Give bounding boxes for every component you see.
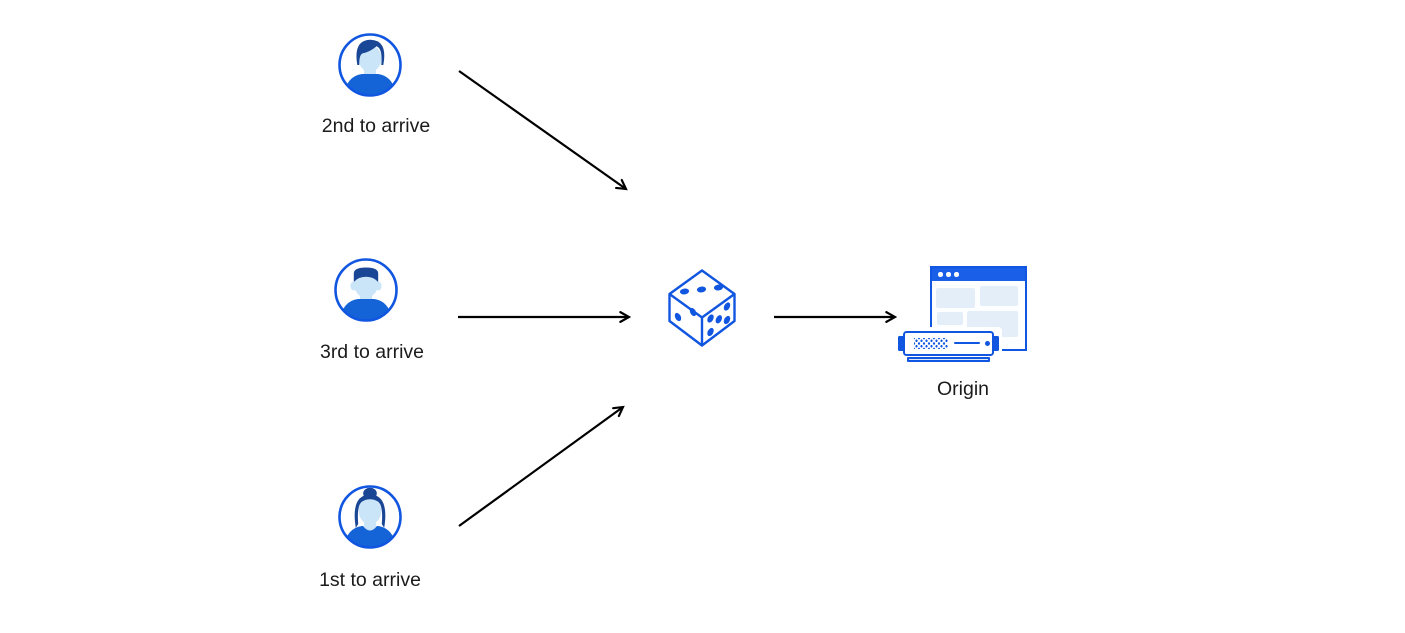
content-block bbox=[937, 312, 963, 325]
client-3rd-label: 3rd to arrive bbox=[319, 341, 425, 363]
woman-bun-avatar-icon bbox=[338, 485, 402, 549]
origin-label: Origin bbox=[936, 378, 990, 400]
window-dot-icon bbox=[946, 272, 951, 277]
arrow-client-1st-to-dice bbox=[458, 407, 623, 527]
content-block bbox=[980, 286, 1018, 306]
arrow-client-2nd-to-dice bbox=[458, 70, 626, 189]
window-dot-icon bbox=[938, 272, 943, 277]
man-flat-top-avatar-icon bbox=[334, 258, 398, 322]
server-right-bracket bbox=[989, 336, 999, 351]
man-side-part-avatar-icon bbox=[338, 33, 402, 97]
browser-title-bar bbox=[932, 268, 1025, 281]
server-base bbox=[907, 357, 990, 362]
window-dot-icon bbox=[954, 272, 959, 277]
server-led-icon bbox=[984, 340, 990, 346]
server-vents bbox=[914, 337, 948, 349]
server-icon bbox=[903, 331, 994, 356]
client-1st-label: 1st to arrive bbox=[319, 569, 421, 591]
dice-icon bbox=[668, 269, 736, 347]
server-slot bbox=[954, 342, 980, 345]
client-2nd-label: 2nd to arrive bbox=[321, 115, 431, 137]
content-block bbox=[936, 288, 975, 308]
